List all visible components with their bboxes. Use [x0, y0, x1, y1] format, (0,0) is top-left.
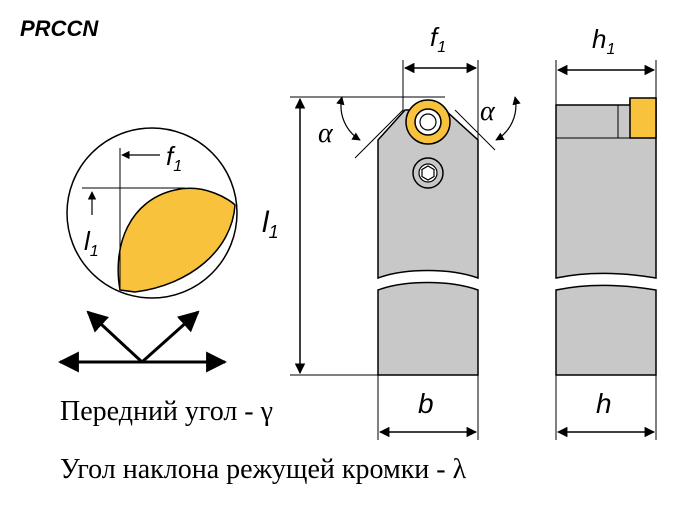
- h1-subscript: 1: [606, 41, 615, 58]
- side-view-holder: [555, 97, 657, 376]
- side-body-lower: [555, 284, 657, 376]
- h-label: h: [596, 388, 612, 419]
- rake-angle-legend: Передний угол - γ: [60, 396, 273, 427]
- insert-detail-view: f1 l1: [66, 127, 238, 299]
- svg-text:l1: l1: [262, 206, 279, 242]
- alpha-right-arc: [495, 96, 521, 141]
- product-code: PRCCN: [20, 16, 99, 41]
- arrow-up-right: [141, 310, 200, 364]
- l1-subscript: 1: [269, 222, 279, 242]
- b-label: b: [418, 388, 434, 419]
- detail-l1-label: l: [84, 226, 91, 256]
- hex-socket-icon: [421, 165, 435, 181]
- svg-text:h1: h1: [592, 24, 615, 58]
- alpha-right-label: α: [480, 96, 496, 127]
- detail-f1-label: f: [166, 141, 176, 171]
- front-view-holder: [377, 99, 479, 376]
- direction-arrows: [57, 310, 228, 373]
- f1-subscript: 1: [437, 39, 446, 56]
- alpha-left-label: α: [318, 118, 334, 149]
- f1-label: f: [430, 22, 440, 52]
- alpha-left-arc: [336, 96, 361, 141]
- svg-text:f1: f1: [430, 22, 446, 56]
- inclination-angle-legend: Угол наклона режущей кромки - λ: [60, 454, 467, 485]
- detail-l1-subscript: 1: [90, 243, 99, 260]
- l1-label: l: [262, 206, 270, 239]
- svg-text:l1: l1: [84, 226, 99, 260]
- h1-label: h: [592, 24, 606, 54]
- front-body-lower: [377, 281, 479, 376]
- insert-arc-detail: [117, 187, 236, 293]
- detail-f1-subscript: 1: [173, 158, 182, 175]
- svg-text:f1: f1: [166, 141, 182, 175]
- side-insert: [629, 97, 657, 139]
- arrow-up-left: [86, 310, 144, 364]
